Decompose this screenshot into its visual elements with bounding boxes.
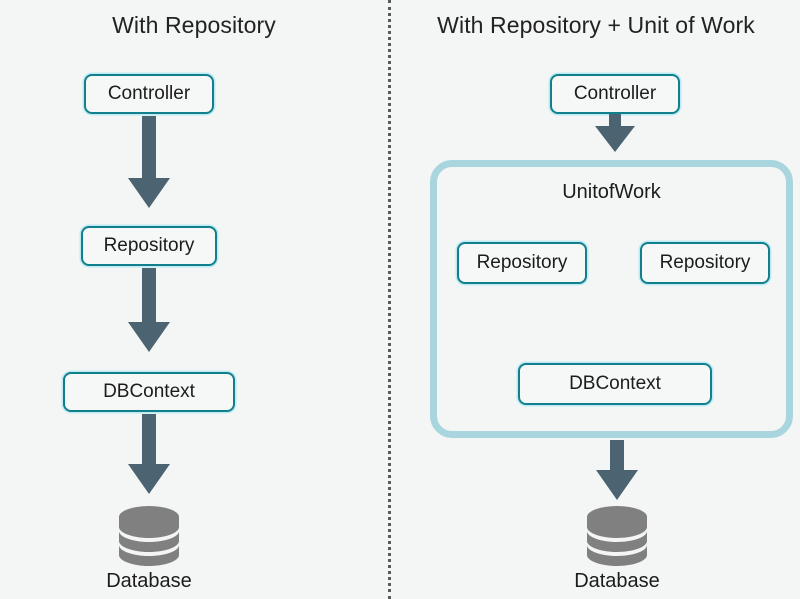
arrow-unitofwork-to-database bbox=[593, 440, 641, 510]
panel-title-with-repository-unit-of-work: With Repository + Unit of Work bbox=[437, 12, 755, 38]
node-dbcontext-right[interactable]: DBContext bbox=[518, 363, 712, 405]
node-repository-left[interactable]: Repository bbox=[81, 226, 217, 266]
container-unitofwork-label: UnitofWork bbox=[562, 181, 661, 203]
panel-title-with-repository: With Repository bbox=[112, 12, 276, 38]
arrow-controller-to-repository bbox=[125, 116, 173, 226]
arrow-dbcontext-to-database bbox=[125, 414, 173, 506]
arrow-controller-to-unitofwork bbox=[592, 114, 638, 158]
database-cylinder-icon-left bbox=[117, 505, 181, 571]
database-label-right: Database bbox=[574, 570, 660, 592]
panel-divider bbox=[388, 0, 391, 599]
node-dbcontext-left[interactable]: DBContext bbox=[63, 372, 235, 412]
node-controller-right[interactable]: Controller bbox=[550, 74, 680, 114]
node-repository-right-inner[interactable]: Repository bbox=[640, 242, 770, 284]
database-cylinder-icon-right bbox=[585, 505, 649, 571]
node-controller-left[interactable]: Controller bbox=[84, 74, 214, 114]
node-repository-left-inner[interactable]: Repository bbox=[457, 242, 587, 284]
arrow-repository-to-dbcontext bbox=[125, 268, 173, 366]
database-label-left: Database bbox=[106, 570, 192, 592]
